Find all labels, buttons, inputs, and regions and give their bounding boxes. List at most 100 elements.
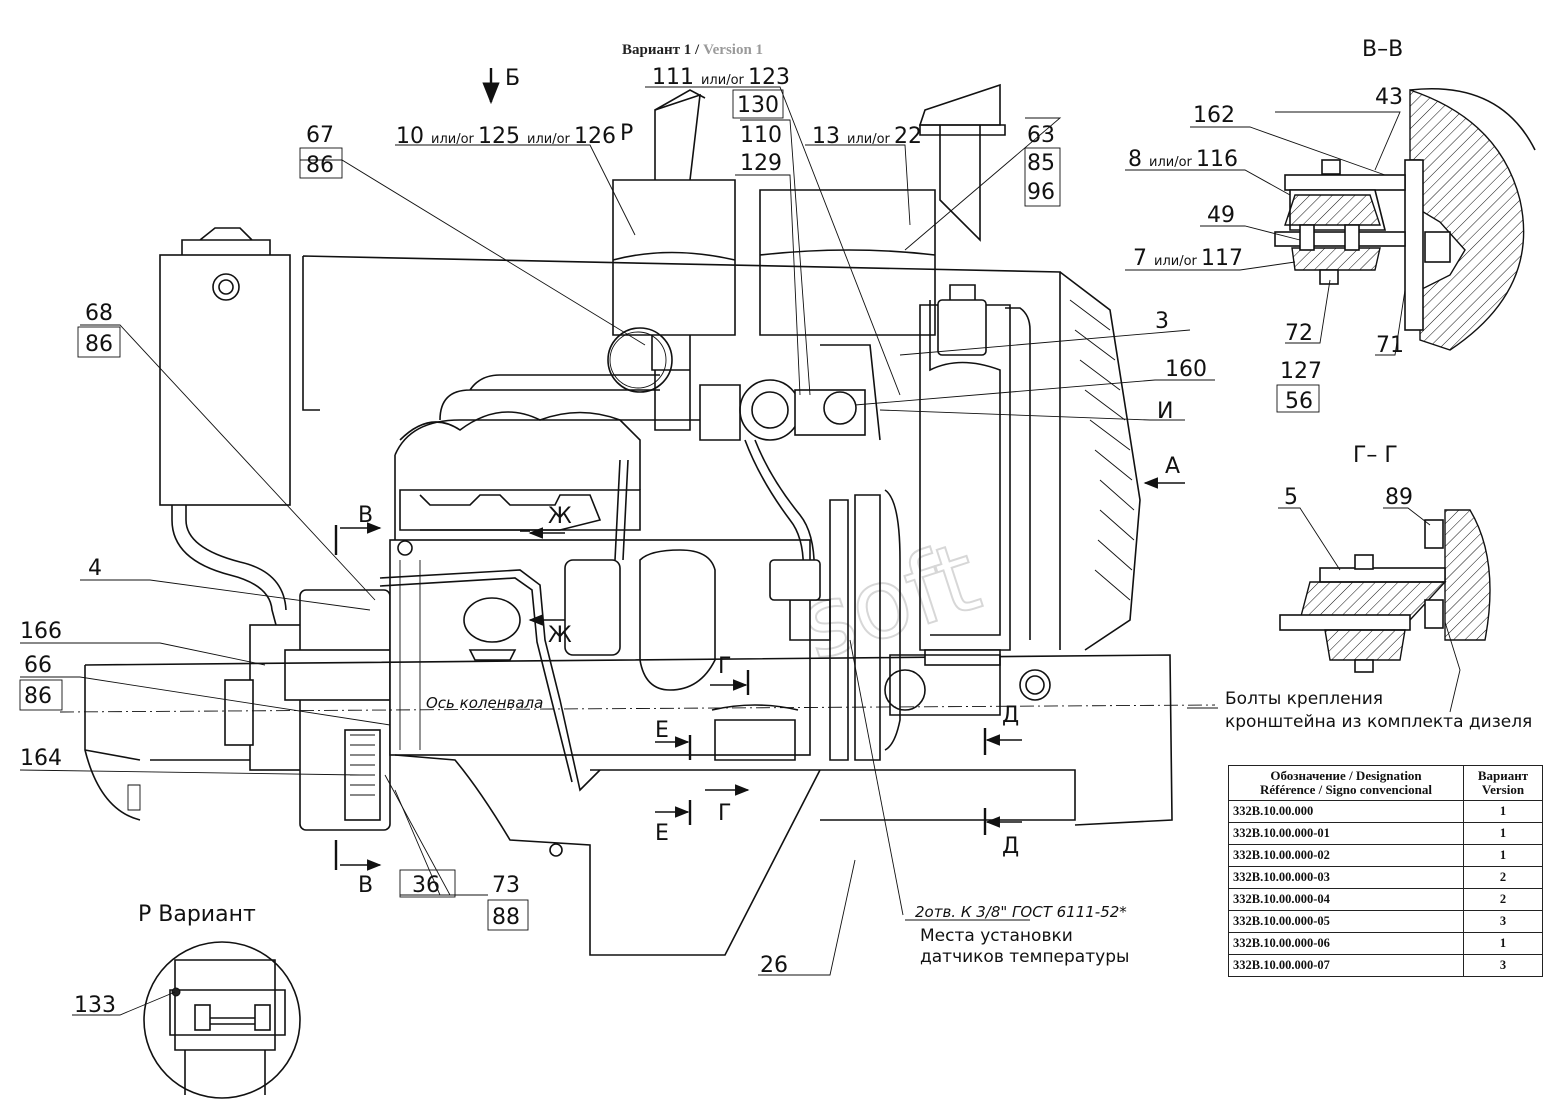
- crankshaft-axis: [59, 704, 1216, 713]
- bolts-note-line2: кронштейна из комплекта дизеля: [1225, 712, 1532, 732]
- callout-43: 43: [1375, 85, 1403, 110]
- callout-89: 89: [1385, 485, 1413, 510]
- callout-68: 68: [85, 301, 113, 326]
- callout-166: 166: [20, 619, 62, 644]
- designation-cell: 332В.10.00.000-07: [1228, 954, 1464, 977]
- callout-5: 5: [1284, 485, 1298, 510]
- designation-cell: 332В.10.00.000-01: [1228, 822, 1464, 845]
- precleaner: [759, 189, 936, 336]
- leader-lines: [19, 86, 1218, 976]
- p-variant-title: Р Вариант: [138, 902, 256, 927]
- compressor: [714, 719, 796, 761]
- callout-86-c: 86: [24, 684, 52, 709]
- callout-160: 160: [1165, 357, 1207, 382]
- callout-36: 36: [412, 873, 440, 898]
- holes-note-line1: 2отв. К 3/8" ГОСТ 6111-52*: [915, 903, 1127, 921]
- callout-3: 3: [1155, 309, 1169, 334]
- section-e-label-1: Е: [655, 718, 669, 743]
- version-cell: 2: [1463, 866, 1543, 889]
- section-gg-frame-hatch: [1444, 509, 1491, 641]
- oil-pan: [394, 754, 821, 956]
- callout-127: 127: [1280, 359, 1322, 384]
- callout-66: 66: [24, 653, 52, 678]
- designation-cell: 332В.10.00.000-03: [1228, 866, 1464, 889]
- designation-cell: 332В.10.00.000-06: [1228, 932, 1464, 955]
- holes-note-line2: Места установки: [920, 926, 1073, 946]
- callout-85: 85: [1027, 151, 1055, 176]
- section-a-label: А: [1165, 454, 1180, 479]
- version-cell: 1: [1463, 822, 1543, 845]
- fan-pulley: [854, 494, 881, 761]
- callout-72: 72: [1285, 321, 1313, 346]
- callout-4: 4: [88, 556, 102, 581]
- version-cell: 2: [1463, 888, 1543, 911]
- section-d-label-2: Д: [1002, 834, 1019, 859]
- fuel-pipe: [171, 505, 277, 626]
- callout-129: 129: [740, 151, 782, 176]
- section-v-label-top: В: [358, 503, 373, 528]
- callout-26: 26: [760, 953, 788, 978]
- version-cell: 3: [1463, 954, 1543, 977]
- callout-8-116: 8 или/or 116: [1128, 147, 1238, 172]
- section-gg: Г– Г 5 89: [1278, 443, 1491, 713]
- callout-86-a: 86: [306, 153, 334, 178]
- section-markers: [334, 68, 1185, 871]
- callout-frames: [19, 89, 1061, 931]
- section-b-label: Б: [505, 66, 520, 91]
- version-cell: 1: [1463, 844, 1543, 867]
- title-text: Вариант 1 / Version 1: [622, 41, 763, 58]
- callout-130: 130: [737, 93, 779, 118]
- holes-note-line3: датчиков температуры: [920, 947, 1129, 967]
- callout-164: 164: [20, 746, 62, 771]
- callout-96: 96: [1027, 180, 1055, 205]
- callout-162: 162: [1193, 103, 1235, 128]
- callout-labels: 111 или/or 123 130 110 129 10 или/or 125…: [20, 65, 1207, 978]
- radiator-guard: [1059, 271, 1141, 651]
- frame-rail: [84, 654, 1173, 826]
- rubber-mount-lower: [1291, 247, 1381, 271]
- oil-filter: [639, 549, 716, 691]
- version-cell: 3: [1463, 910, 1543, 933]
- callout-p: Р: [620, 121, 633, 146]
- callout-86-b: 86: [85, 332, 113, 357]
- version-cell: 1: [1463, 800, 1543, 823]
- callout-71: 71: [1376, 333, 1404, 358]
- callout-49: 49: [1207, 203, 1235, 228]
- designation-cell: 332В.10.00.000-02: [1228, 844, 1464, 867]
- section-zh-label-1: Ж: [548, 504, 572, 529]
- section-gg-title: Г– Г: [1353, 443, 1398, 468]
- main-view: [59, 83, 1216, 956]
- callout-56: 56: [1285, 389, 1313, 414]
- turbocharger: [739, 379, 801, 441]
- section-vv-frame-hatch: [1409, 89, 1525, 351]
- designation-cell: 332В.10.00.000-04: [1228, 888, 1464, 911]
- section-g-label-2: Г: [718, 801, 731, 826]
- designation-cell: 332В.10.00.000: [1228, 800, 1464, 823]
- callout-i: И: [1157, 399, 1173, 424]
- section-v-label-bottom: В: [358, 873, 373, 898]
- callout-7-117: 7 или/or 117: [1133, 246, 1243, 271]
- designation-cell: 332В.10.00.000-05: [1228, 910, 1464, 933]
- bolts-note-line1: Болты крепления: [1225, 689, 1383, 709]
- callout-63: 63: [1027, 123, 1055, 148]
- callout-67: 67: [306, 123, 334, 148]
- fuel-tank: [159, 254, 291, 506]
- air-filter: [612, 179, 736, 336]
- section-g-label-1: Г: [718, 654, 731, 679]
- rubber-mount-upper: [1284, 194, 1381, 226]
- section-vv: В–В 43 162 8 или/or 116 49 7 или/or 117 …: [1125, 37, 1536, 414]
- callout-10-125-126: 10 или/or 125 или/or 126: [396, 124, 616, 149]
- callout-73: 73: [492, 873, 520, 898]
